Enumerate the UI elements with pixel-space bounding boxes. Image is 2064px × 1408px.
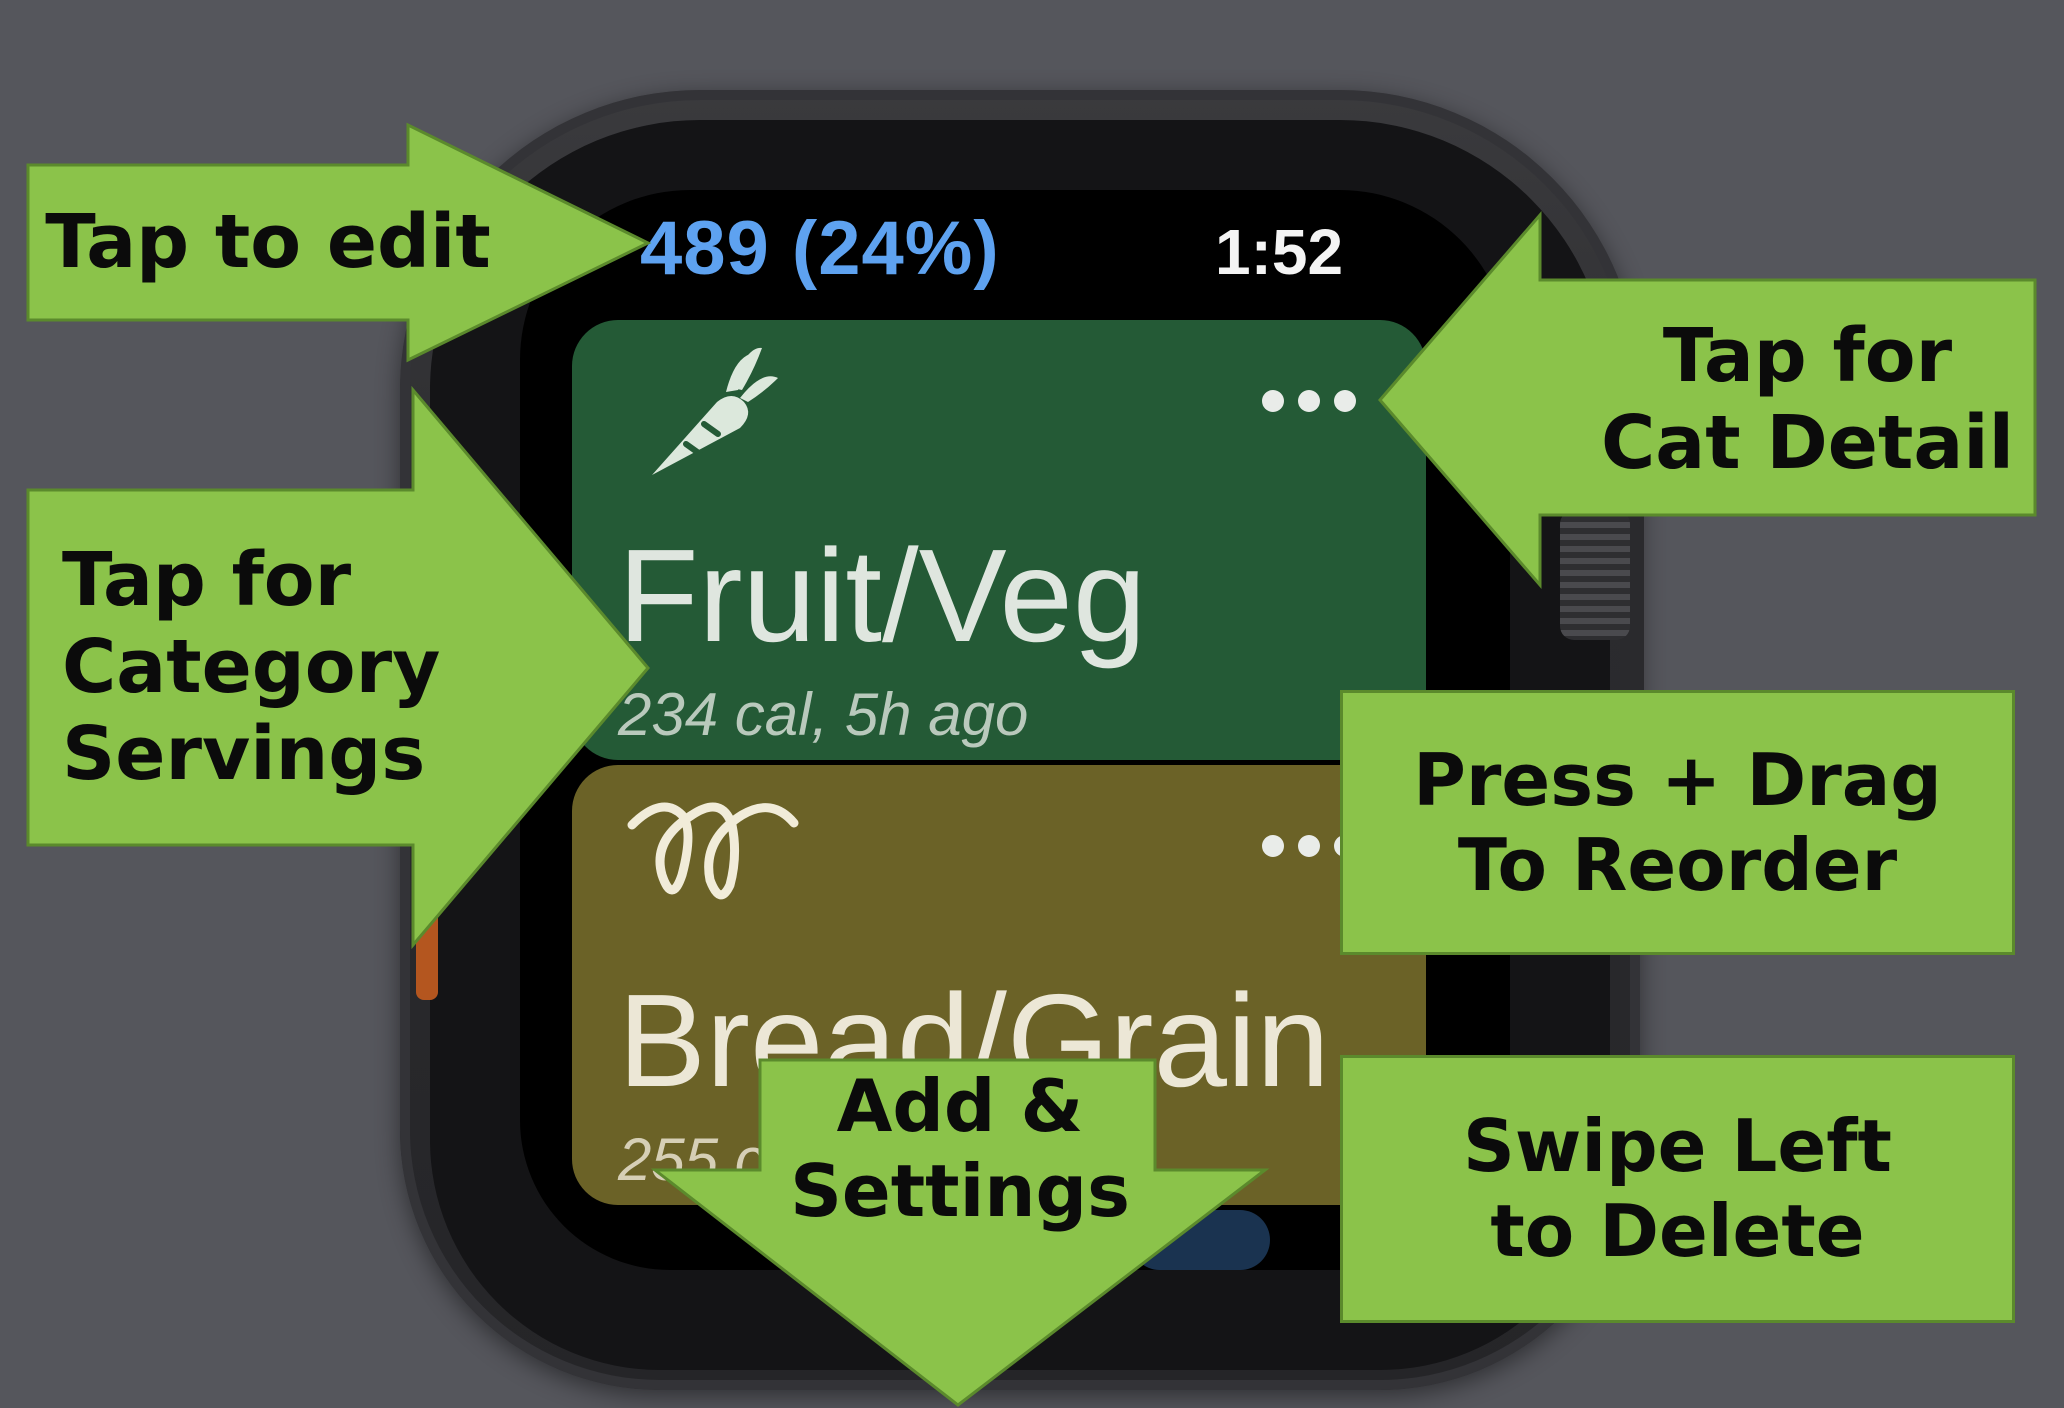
calorie-budget-readout[interactable]: 489 (24%): [640, 206, 1000, 291]
category-name: Fruit/Veg: [618, 522, 1147, 669]
clock: 1:52: [1215, 216, 1344, 288]
pasta-icon: [622, 785, 802, 929]
callout-tap-category-servings: Tap for Category Servings: [26, 385, 650, 950]
category-card-fruit-veg[interactable]: Fruit/Veg 234 cal, 5h ago: [572, 320, 1426, 760]
digital-crown[interactable]: [1560, 510, 1630, 640]
callout-swipe-left-delete: Swipe Left to Delete: [1340, 1055, 2015, 1323]
category-summary: 234 cal, 5h ago: [618, 681, 1029, 748]
callout-add-settings: Add & Settings: [650, 1058, 1270, 1407]
callout-tap-to-edit: Tap to edit: [26, 122, 652, 363]
more-options-icon[interactable]: [1262, 390, 1356, 412]
carrot-icon: [622, 340, 782, 494]
callout-press-drag-reorder: Press + Drag To Reorder: [1340, 690, 2015, 955]
callout-tap-cat-detail: Tap for Cat Detail: [1378, 210, 2037, 590]
